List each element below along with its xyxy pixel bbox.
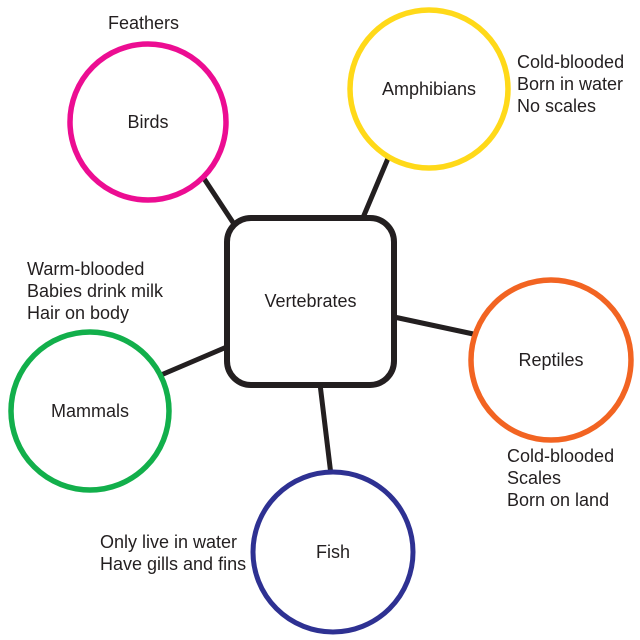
connector-mammals [158, 343, 232, 378]
trait-line: Feathers [108, 13, 180, 33]
connector-birds [200, 174, 237, 227]
trait-line: Cold-blooded [517, 52, 625, 72]
trait-line: Scales [507, 468, 562, 488]
birds-circle [67, 41, 229, 203]
trait-line: Born on land [507, 490, 610, 510]
trait-line: Only live in water [100, 532, 238, 552]
birds-traits: Feathers [108, 12, 179, 34]
reptiles-circle [468, 277, 634, 443]
amphibians-circle [347, 7, 511, 171]
reptiles-traits: Cold-blooded Scales Born on land [507, 445, 614, 511]
fish-circle [250, 469, 416, 635]
connector-fish [317, 381, 334, 478]
mammals-circle [8, 329, 172, 493]
vertebrates-box [224, 215, 397, 388]
trait-line: Babies drink milk [27, 281, 164, 301]
trait-line: Have gills and fins [100, 554, 247, 574]
mammals-traits: Warm-blooded Babies drink milk Hair on b… [27, 258, 163, 324]
trait-line: Cold-blooded [507, 446, 615, 466]
trait-line: Hair on body [27, 303, 130, 323]
connector-amphibians [359, 153, 392, 223]
connector-reptiles [391, 314, 481, 338]
trait-line: Born in water [517, 74, 624, 94]
fish-traits: Only live in water Have gills and fins [100, 531, 246, 575]
trait-line: No scales [517, 96, 597, 116]
amphibians-traits: Cold-blooded Born in water No scales [517, 51, 624, 117]
trait-line: Warm-blooded [27, 259, 145, 279]
